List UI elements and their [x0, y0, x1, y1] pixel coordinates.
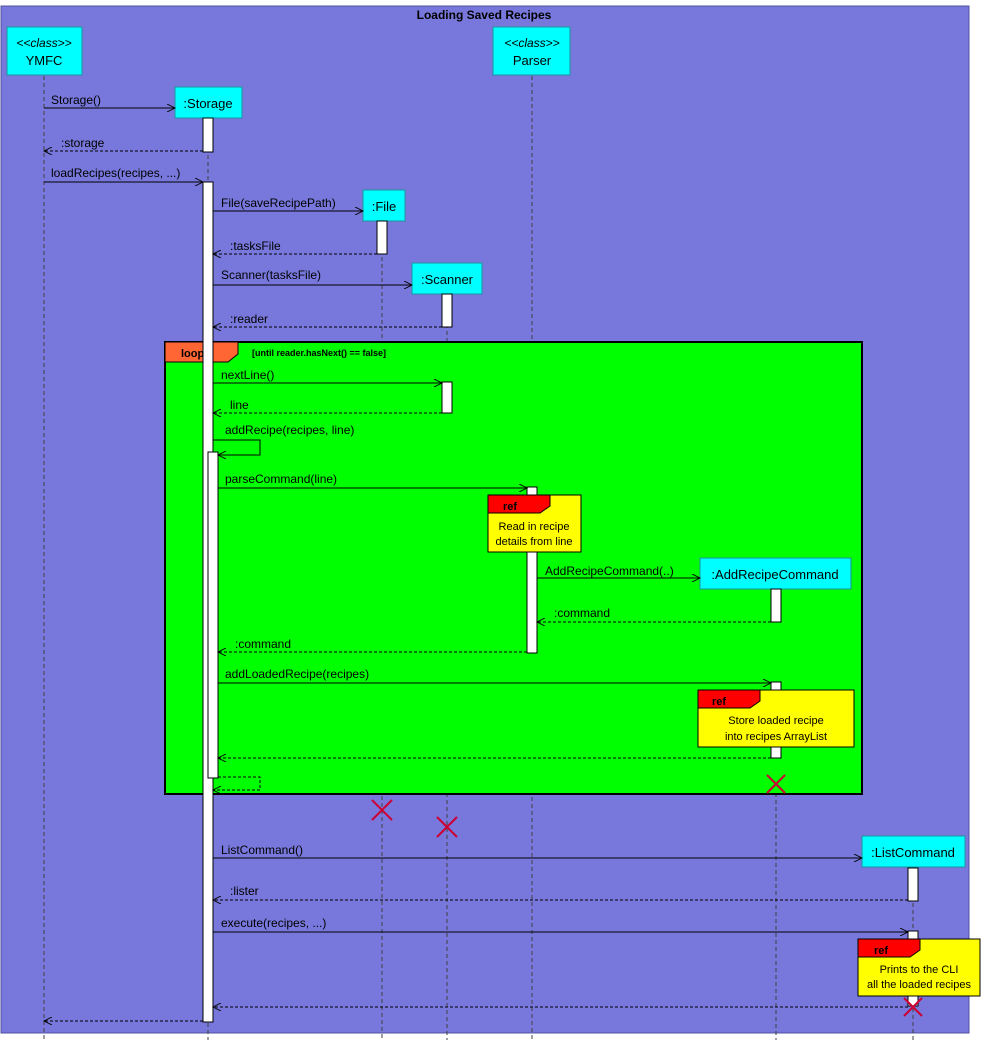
activation-scanner-init — [441, 293, 453, 328]
destroy-markers — [371, 774, 923, 1017]
label-scanner-create: Scanner(tasksFile) — [221, 268, 321, 282]
destroy-add-recipe-command — [766, 774, 786, 794]
svg-text::AddRecipeCommand: :AddRecipeCommand — [711, 567, 838, 582]
participant-ymfc: <<class>> YMFC — [6, 26, 83, 76]
return-arrows — [44, 151, 908, 1021]
svg-text::Storage: :Storage — [183, 96, 232, 111]
svg-text::Scanner: :Scanner — [421, 272, 474, 287]
participant-parser: <<class>> Parser — [492, 26, 571, 76]
participant-file: :File — [362, 189, 406, 222]
label-add-recipe-command-create: AddRecipeCommand(..) — [545, 564, 674, 578]
label-file-create: File(saveRecipePath) — [221, 196, 336, 210]
svg-text:YMFC: YMFC — [26, 53, 63, 68]
activation-storage-nested — [207, 451, 219, 779]
label-reader-return: :reader — [230, 312, 268, 326]
label-command-return-parser: :command — [554, 606, 610, 620]
label-lister-return: :lister — [230, 884, 259, 898]
svg-text:<<class>>: <<class>> — [16, 36, 71, 50]
label-list-command-create: ListCommand() — [221, 843, 303, 857]
svg-text::ListCommand: :ListCommand — [871, 845, 955, 860]
svg-text:Parser: Parser — [513, 53, 552, 68]
label-storage-create: Storage() — [51, 93, 101, 107]
label-execute: execute(recipes, ...) — [221, 916, 326, 930]
ref-note-parse: ref Read in recipe details from line — [487, 494, 582, 553]
svg-text:Prints to the CLI: Prints to the CLI — [880, 964, 959, 976]
svg-text:ref: ref — [874, 945, 888, 957]
participant-storage: :Storage — [174, 86, 243, 119]
svg-text:Read in recipe: Read in recipe — [499, 521, 570, 533]
svg-text:ref: ref — [712, 696, 726, 708]
participant-list-command: :ListCommand — [861, 835, 966, 868]
loop-tag: loop — [181, 348, 204, 360]
label-storage-return: :storage — [61, 136, 105, 150]
activation-file — [376, 220, 388, 255]
label-add-loaded-recipe: addLoadedRecipe(recipes) — [225, 667, 369, 681]
loop-guard: [until reader.hasNext() == false] — [252, 348, 386, 358]
destroy-scanner — [436, 816, 458, 838]
call-arrows — [44, 108, 908, 932]
activation-parser — [526, 486, 538, 654]
destroy-list-command — [903, 997, 923, 1017]
label-add-recipe: addRecipe(recipes, line) — [225, 423, 354, 437]
ref-note-print: ref Prints to the CLI all the loaded rec… — [857, 938, 981, 997]
message-labels: Storage() :storage loadRecipes(recipes, … — [51, 93, 674, 930]
return-add-recipe-self — [213, 776, 261, 790]
svg-text:into recipes ArrayList: into recipes ArrayList — [725, 731, 827, 743]
activation-add-recipe-command-init — [770, 588, 782, 623]
label-next-line: nextLine() — [221, 368, 274, 382]
participant-scanner: :Scanner — [411, 262, 483, 295]
svg-text:all the loaded recipes: all the loaded recipes — [867, 979, 971, 991]
svg-text:<<class>>: <<class>> — [504, 36, 559, 50]
label-parse-command: parseCommand(line) — [225, 472, 337, 486]
arrow-add-recipe-self — [213, 439, 261, 455]
svg-text:ref: ref — [503, 501, 517, 513]
svg-text:Store loaded recipe: Store loaded recipe — [728, 715, 823, 727]
label-load-recipes: loadRecipes(recipes, ...) — [51, 166, 180, 180]
svg-text:details from line: details from line — [495, 536, 572, 548]
activation-storage-init — [202, 117, 214, 153]
ref-note-store: ref Store loaded recipe into recipes Arr… — [697, 689, 855, 748]
destroy-file — [371, 799, 393, 821]
activation-scanner-next — [441, 381, 453, 414]
activation-list-command-init — [907, 867, 919, 902]
svg-text::File: :File — [372, 199, 397, 214]
label-line-return: line — [230, 398, 249, 412]
label-command-return-storage: :command — [235, 637, 291, 651]
label-tasks-file-return: :tasksFile — [230, 239, 281, 253]
participant-add-recipe-command: :AddRecipeCommand — [699, 557, 852, 590]
frame-title: Loading Saved Recipes — [417, 8, 552, 22]
